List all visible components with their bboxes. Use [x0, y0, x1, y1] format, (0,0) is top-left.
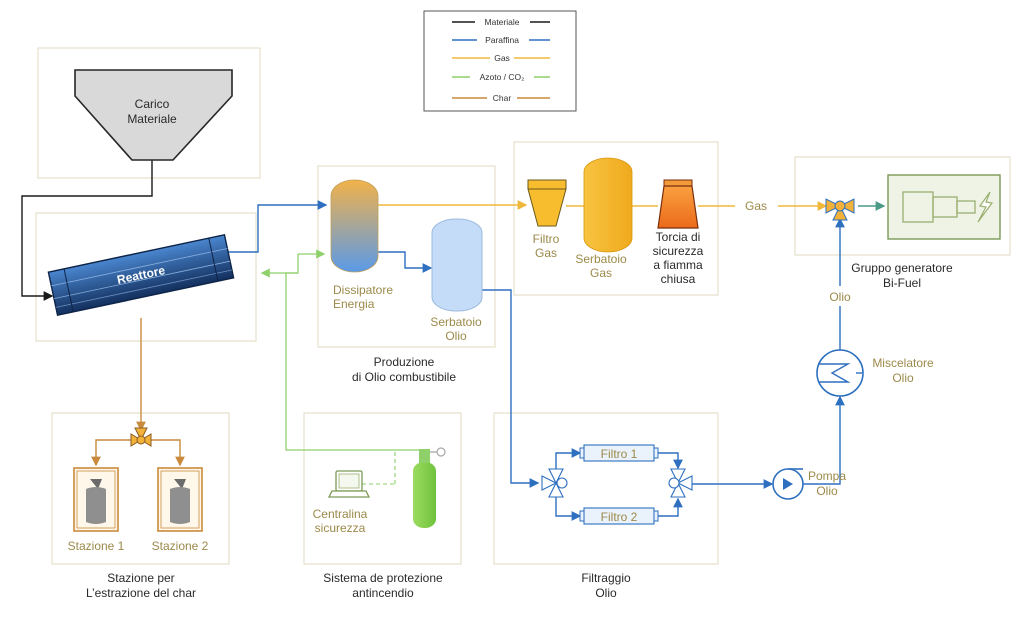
fire-system-caption-line2: antincendio	[352, 586, 414, 600]
char-station-caption-line1: Stazione per	[107, 571, 174, 585]
oil-production-caption-line2: di Olio combustibile	[352, 370, 456, 384]
gas-tank-label-line2: Gas	[590, 266, 612, 280]
paraffin-dissipator-to-tank-line	[378, 251, 433, 273]
station1-bag-icon	[73, 467, 119, 532]
three-way-valve-icon	[825, 198, 855, 221]
reactor-icon: Reattore	[47, 233, 235, 317]
legend-item-material: Materiale	[452, 16, 550, 28]
flare-label-line2: sicurezza	[653, 244, 704, 258]
filter1-inlet-line	[555, 448, 582, 470]
filtration-section-box	[493, 412, 719, 565]
mixer-label-line1: Miscelatore	[872, 356, 934, 370]
dissipator-icon	[330, 179, 379, 273]
filtration-outlet-valve-icon	[668, 468, 693, 498]
pump-to-mixer-line	[803, 395, 845, 485]
filter2-outlet-line	[654, 497, 683, 517]
generator-caption-line2: Bi-Fuel	[883, 276, 921, 290]
gas-flow-label: Gas	[745, 199, 767, 213]
char-three-way-valve-icon	[130, 427, 152, 447]
filtration-inlet-valve-icon	[541, 468, 568, 498]
station1-label: Stazione 1	[68, 539, 125, 553]
control-unit-label-line2: sicurezza	[315, 521, 366, 535]
filter2-inlet-line	[555, 496, 582, 521]
oil-tank-icon	[431, 218, 483, 312]
char-station-caption-line2: L’estrazione del char	[86, 586, 196, 600]
fire-system-section-box	[303, 412, 462, 565]
nitrogen-supply-line	[285, 272, 422, 451]
flare-icon	[657, 179, 699, 229]
legend-label-gas: Gas	[494, 53, 510, 63]
station2-bag-icon	[157, 467, 203, 532]
mixer-label-line2: Olio	[892, 371, 914, 385]
filtration-caption-line1: Filtraggio	[581, 571, 631, 585]
flare-label-line1: Torcia di	[656, 230, 701, 244]
oil-filter-2	[579, 507, 659, 525]
gas-bottle-icon	[413, 447, 446, 528]
oil-tank-label-line2: Olio	[445, 329, 467, 343]
fire-system-caption-line1: Sistema de protezione	[323, 571, 443, 585]
legend-item-nitrogen: Azoto / CO₂	[452, 71, 550, 83]
char-to-station1-line	[91, 439, 131, 467]
gas-filter-label-line1: Filtro	[533, 232, 560, 246]
pump-label-line1: Pompa	[808, 469, 846, 483]
control-unit-label-line1: Centralina	[313, 507, 368, 521]
loading-label-line2: Materiale	[127, 112, 177, 126]
station2-label: Stazione 2	[152, 539, 209, 553]
legend-label-nitrogen: Azoto / CO₂	[480, 72, 525, 82]
paraffin-tank-to-filtration-line	[482, 289, 540, 488]
generator-oil-label: Olio	[829, 290, 851, 304]
flare-label-line4: chiusa	[661, 272, 696, 286]
legend-label-paraffin: Paraffina	[485, 35, 519, 45]
legend-item-char: Char	[452, 92, 550, 104]
legend-item-paraffin: Paraffina	[452, 34, 550, 46]
generator-engine-icon	[887, 174, 1001, 240]
filter1-label: Filtro 1	[601, 447, 638, 461]
gas-tank-label-line1: Serbatoio	[575, 252, 627, 266]
gas-filter-icon	[527, 179, 567, 227]
legend: Materiale Paraffina Gas Azoto / CO₂ Char	[423, 10, 577, 112]
gas-tank-icon	[583, 157, 633, 253]
mixer-icon	[816, 349, 864, 397]
dissipator-label-line2: Energia	[333, 297, 375, 311]
oil-tank-label-line1: Serbatoio	[430, 315, 482, 329]
gas-filter-label-line2: Gas	[535, 246, 557, 260]
generator-caption-line1: Gruppo generatore	[851, 261, 953, 275]
flare-label-line3: a fiamma	[653, 258, 703, 272]
legend-label-char: Char	[493, 93, 512, 103]
char-to-station2-line	[151, 439, 185, 467]
hopper-icon	[74, 69, 233, 161]
paraffin-reactor-to-dissipator-line	[228, 200, 328, 253]
legend-item-gas: Gas	[452, 52, 550, 64]
filter2-label: Filtro 2	[601, 510, 638, 524]
oil-filter-1	[579, 444, 659, 462]
pump-icon	[772, 468, 804, 500]
material-flow-line	[21, 160, 153, 301]
legend-label-material: Materiale	[485, 17, 520, 27]
dissipator-label-line1: Dissipatore	[333, 283, 393, 297]
pump-label-line2: Olio	[816, 484, 838, 498]
nitrogen-to-reactor-line	[260, 254, 299, 278]
filter1-outlet-line	[654, 452, 683, 470]
filtration-caption-line2: Olio	[595, 586, 617, 600]
oil-production-caption-line1: Produzione	[374, 355, 435, 369]
loading-label-line1: Carico	[135, 97, 170, 111]
control-unit-icon	[327, 470, 371, 498]
lightning-icon	[977, 191, 994, 223]
